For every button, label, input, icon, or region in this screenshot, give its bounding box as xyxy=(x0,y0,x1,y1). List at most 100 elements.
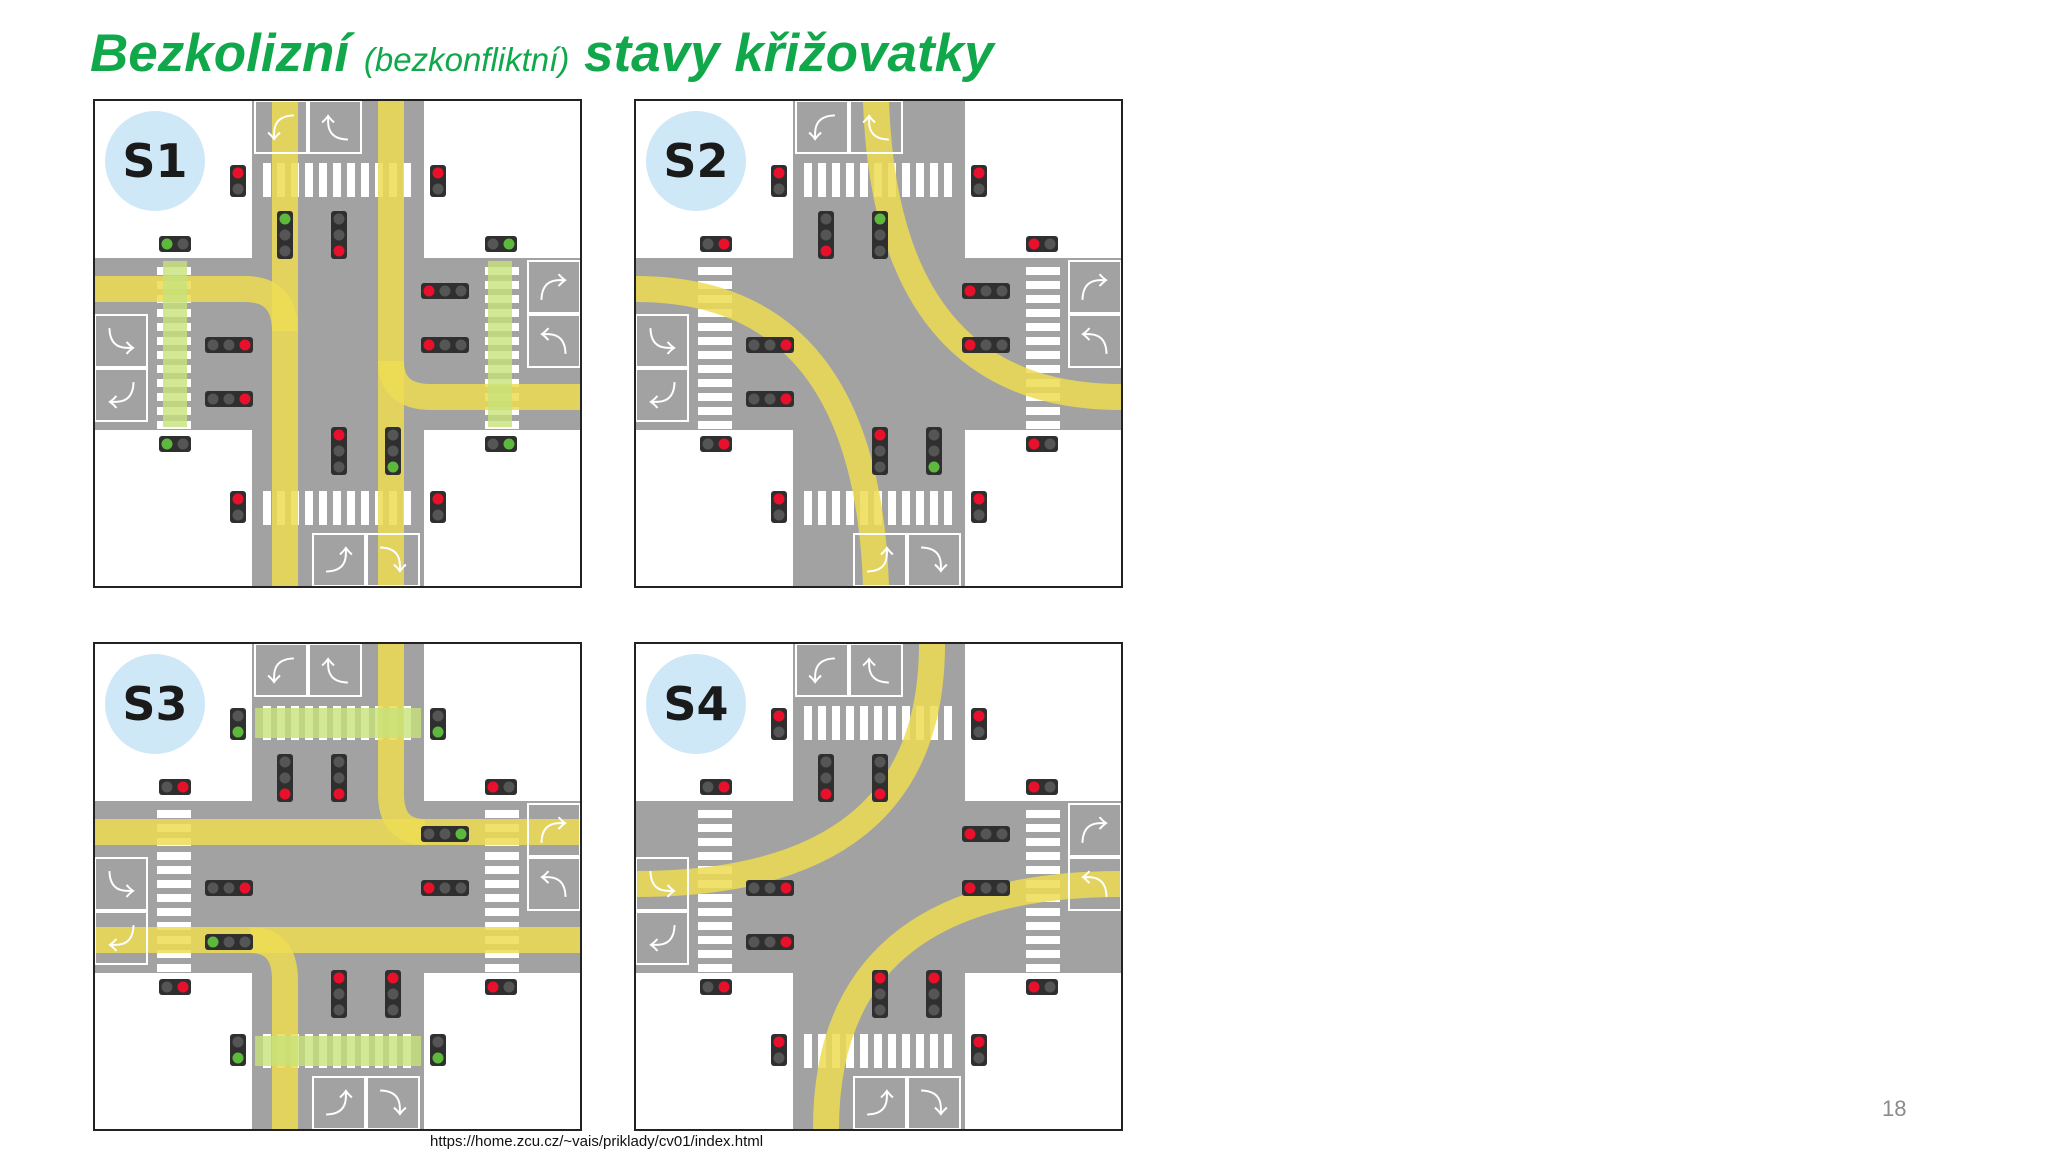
lane-box-west-2: ⤵ xyxy=(95,368,148,422)
lane-box-south-1: ⤴ xyxy=(312,533,366,586)
crosswalk-stripe xyxy=(1026,365,1060,373)
lane-arrow-icon: ⤴ xyxy=(325,1087,353,1120)
lane-arrow-icon: ⤵ xyxy=(379,544,407,577)
unlit-light xyxy=(980,882,992,894)
lane-arrow-icon: ⤵ xyxy=(379,1087,407,1120)
unlit-light xyxy=(432,183,444,195)
ped-signal-es xyxy=(1026,436,1058,452)
crosswalk-stripe xyxy=(698,421,732,429)
unlit-light xyxy=(1044,781,1056,793)
red-light xyxy=(1028,238,1040,250)
state-badge xyxy=(105,654,205,754)
vehicle-signal-s1 xyxy=(872,970,888,1018)
crosswalk-stripe xyxy=(485,852,519,860)
crosswalk-stripe xyxy=(818,491,826,525)
lane-marking-box xyxy=(636,857,689,911)
unlit-light xyxy=(223,882,235,894)
lane-marking-box xyxy=(527,857,580,911)
unlit-light xyxy=(996,285,1008,297)
red-light xyxy=(964,828,976,840)
lane-box-east-1: ⤵ xyxy=(527,803,580,857)
unlit-light xyxy=(773,509,785,521)
lane-arrow-icon: ⤴ xyxy=(866,1087,894,1120)
pedestrian-path-east xyxy=(488,261,512,427)
crosswalk-stripe xyxy=(1026,866,1060,874)
unlit-light xyxy=(439,285,451,297)
vehicle-signal-w1 xyxy=(205,337,253,353)
red-light xyxy=(432,493,444,505)
crosswalk-stripe xyxy=(1026,950,1060,958)
unlit-light xyxy=(503,981,515,993)
unlit-light xyxy=(279,772,291,784)
ped-signal-sw xyxy=(230,491,246,523)
crosswalk-stripe xyxy=(874,1034,882,1068)
green-light xyxy=(161,238,173,250)
lane-marking-box xyxy=(527,803,580,857)
unlit-light xyxy=(996,828,1008,840)
red-light xyxy=(820,788,832,800)
unlit-light xyxy=(702,981,714,993)
crosswalk-stripe xyxy=(888,706,896,740)
unlit-light xyxy=(764,393,776,405)
vehicle-signal-e1 xyxy=(962,826,1010,842)
vehicle-signal-n1 xyxy=(277,754,293,802)
crosswalk-stripe xyxy=(698,964,732,972)
red-light xyxy=(773,167,785,179)
unlit-light xyxy=(439,828,451,840)
unlit-light xyxy=(333,229,345,241)
unlit-light xyxy=(874,245,886,257)
crosswalk-stripe xyxy=(930,1034,938,1068)
ped-signal-wn xyxy=(159,779,191,795)
red-light xyxy=(487,981,499,993)
lane-arrow-icon: ⤴ xyxy=(1079,327,1112,355)
vehicle-signal-n2 xyxy=(872,211,888,259)
unlit-light xyxy=(223,393,235,405)
unlit-light xyxy=(874,229,886,241)
lane-box-north-2: ⤵ xyxy=(849,101,903,154)
crosswalk-stripe xyxy=(888,1034,896,1068)
crosswalk-stripe xyxy=(157,852,191,860)
green-light xyxy=(432,726,444,738)
lane-marking-box xyxy=(1068,260,1121,314)
crosswalk-stripe xyxy=(485,922,519,930)
lane-arrow-icon: ⤵ xyxy=(321,653,349,686)
lane-arrow-icon: ⤵ xyxy=(321,110,349,143)
intersection-diagram-s4: ⤴⤵⤴⤵⤴⤵⤵⤴S4 xyxy=(636,644,1121,1129)
lane-box-west-1: ⤴ xyxy=(636,857,689,911)
crosswalk-stripe xyxy=(157,908,191,916)
unlit-light xyxy=(333,213,345,225)
intersection-diagram-s1: ⤴⤵⤴⤵⤴⤵⤵⤴S1 xyxy=(95,101,580,586)
vehicle-signal-s1 xyxy=(872,427,888,475)
crosswalk-stripe xyxy=(157,964,191,972)
crosswalk-stripe xyxy=(860,1034,868,1068)
red-light xyxy=(239,882,251,894)
green-light xyxy=(387,461,399,473)
lane-box-west-2: ⤵ xyxy=(636,911,689,965)
red-light xyxy=(820,245,832,257)
lane-arrow-icon: ⤴ xyxy=(104,327,137,355)
lane-arrow-icon: ⤴ xyxy=(1079,870,1112,898)
unlit-light xyxy=(333,461,345,473)
crosswalk-stripe xyxy=(1026,838,1060,846)
crosswalk-stripe xyxy=(698,323,732,331)
lane-arrow-icon: ⤴ xyxy=(104,870,137,898)
red-light xyxy=(333,245,345,257)
ped-signal-ne xyxy=(971,165,987,197)
crosswalk-stripe xyxy=(1026,281,1060,289)
lane-box-west-1: ⤴ xyxy=(636,314,689,368)
crosswalk-stripe xyxy=(860,163,868,197)
lane-marking-box xyxy=(907,533,961,586)
lane-marking-box xyxy=(308,644,362,697)
red-light xyxy=(874,972,886,984)
title-paren: (bezkonfliktní) xyxy=(363,41,570,78)
crosswalk-stripe xyxy=(361,491,369,525)
ped-signal-sw xyxy=(771,1034,787,1066)
state-label: S4 xyxy=(663,677,728,731)
lane-box-south-1: ⤴ xyxy=(312,1076,366,1129)
unlit-light xyxy=(980,285,992,297)
ped-signal-en xyxy=(1026,779,1058,795)
unlit-light xyxy=(773,183,785,195)
intersection-panel-s2: ⤴⤵⤴⤵⤴⤵⤵⤴S2 xyxy=(634,99,1123,588)
ped-signal-wn xyxy=(700,236,732,252)
red-light xyxy=(1028,438,1040,450)
